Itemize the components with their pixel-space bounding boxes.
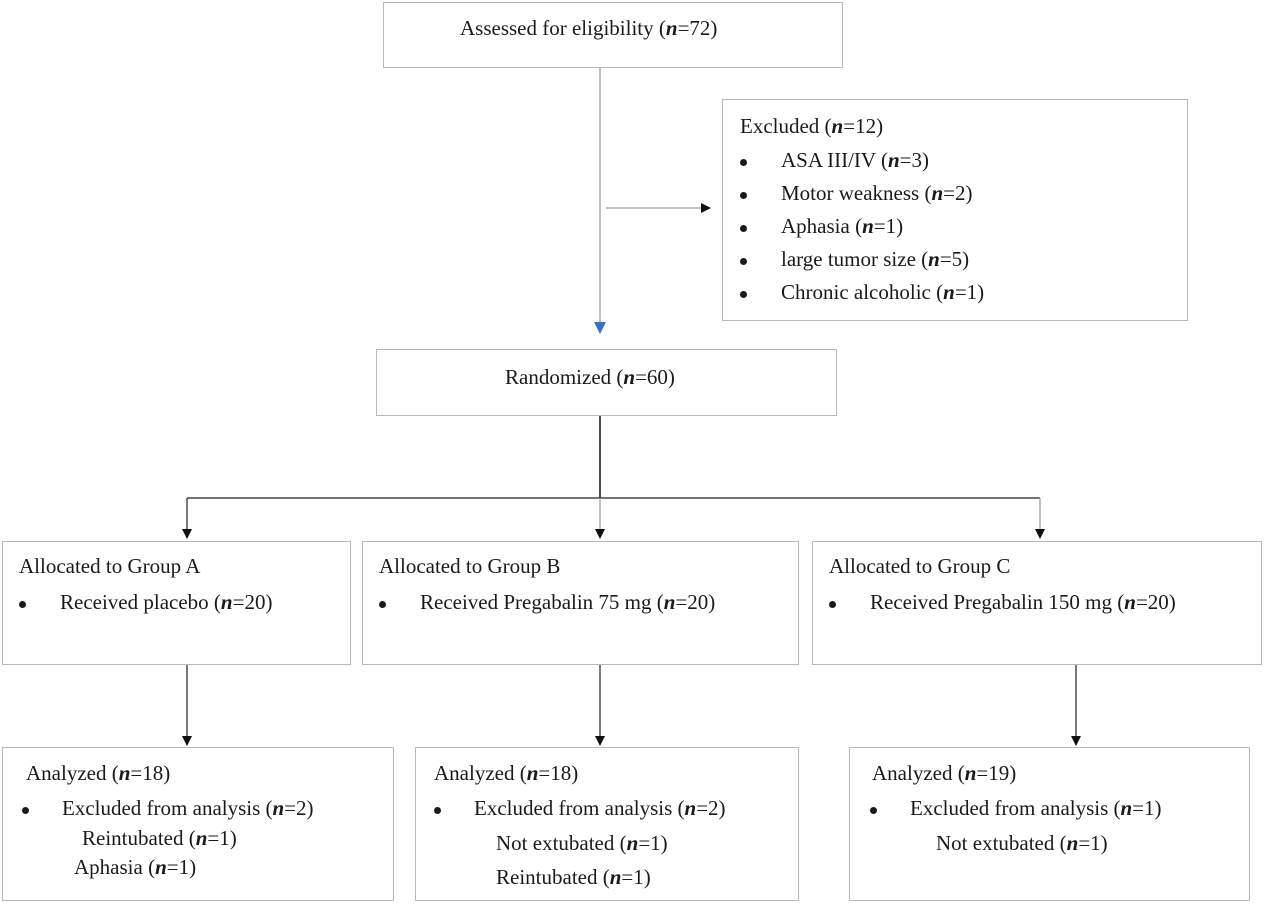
exclusion-reason: Not extubated (n=1): [936, 831, 1108, 855]
analyzed-excluded: Excluded from analysis (n=2): [22, 798, 314, 819]
bullet-icon: [379, 600, 386, 608]
randomized-label: Randomized (n=60): [505, 365, 675, 389]
excluded-title: Excluded (n=12): [740, 114, 884, 138]
analyzed-excluded: Excluded from analysis (n=1): [870, 798, 1162, 819]
group-item: Received Pregabalin 150 mg (n=20): [829, 592, 1176, 613]
analyzed-excluded: Excluded from analysis (n=2): [434, 798, 726, 819]
analyzed-c-box: Analyzed (n=19) Excluded from analysis (…: [849, 747, 1250, 901]
group-title: Allocated to Group B: [379, 554, 561, 578]
exclusion-reason: Not extubated (n=1): [496, 831, 668, 855]
analyzed-a-box: Analyzed (n=18) Excluded from analysis (…: [2, 747, 394, 901]
excluded-item: ASA III/IV (n=3): [740, 150, 929, 171]
bullet-icon: [740, 290, 747, 298]
bullet-icon: [870, 806, 877, 814]
excluded-item: Motor weakness (n=2): [740, 183, 973, 204]
exclusion-reason: Reintubated (n=1): [496, 865, 651, 889]
excluded-box: Excluded (n=12) ASA III/IV (n=3) Motor w…: [722, 99, 1188, 321]
analyzed-title: Analyzed (n=18): [26, 761, 171, 785]
bullet-icon: [19, 600, 26, 608]
bullet-icon: [22, 806, 29, 814]
bullet-icon: [740, 158, 747, 166]
assessed-box: Assessed for eligibility (n=72): [383, 2, 843, 68]
assessed-label: Assessed for eligibility (n=72): [460, 16, 718, 40]
exclusion-reason: Aphasia (n=1): [74, 855, 197, 879]
analyzed-title: Analyzed (n=19): [872, 761, 1017, 785]
bullet-icon: [740, 224, 747, 232]
bullet-icon: [434, 806, 441, 814]
group-title: Allocated to Group C: [829, 554, 1011, 578]
analyzed-b-box: Analyzed (n=18) Excluded from analysis (…: [415, 747, 799, 901]
exclusion-reason: Reintubated (n=1): [82, 826, 237, 850]
randomized-box: Randomized (n=60): [376, 349, 837, 416]
excluded-item: large tumor size (n=5): [740, 249, 969, 270]
group-title: Allocated to Group A: [19, 554, 201, 578]
group-b-box: Allocated to Group B Received Pregabalin…: [362, 541, 799, 665]
bullet-icon: [829, 600, 836, 608]
group-item: Received Pregabalin 75 mg (n=20): [379, 592, 715, 613]
excluded-item: Aphasia (n=1): [740, 216, 903, 237]
bullet-icon: [740, 257, 747, 265]
analyzed-title: Analyzed (n=18): [434, 761, 579, 785]
excluded-item: Chronic alcoholic (n=1): [740, 282, 984, 303]
bullet-icon: [740, 191, 747, 199]
group-item: Received placebo (n=20): [19, 592, 272, 613]
group-c-box: Allocated to Group C Received Pregabalin…: [812, 541, 1262, 665]
group-a-box: Allocated to Group A Received placebo (n…: [2, 541, 351, 665]
